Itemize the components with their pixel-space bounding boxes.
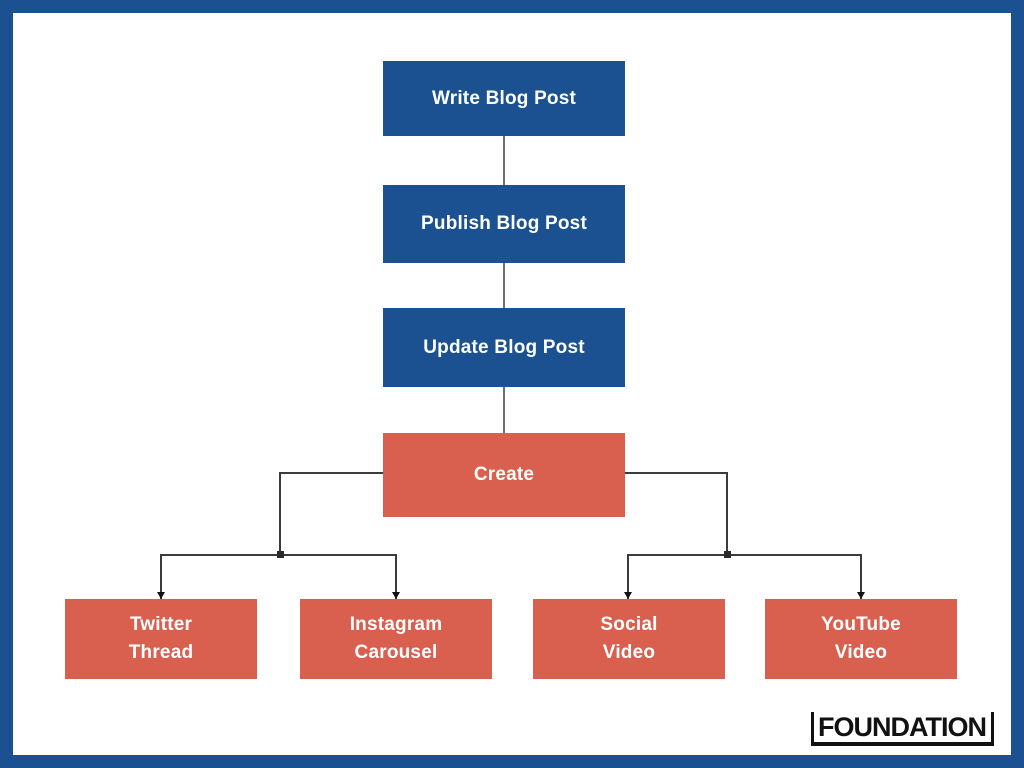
- junction-marker-right: [724, 551, 731, 558]
- node-label: Instagram Carousel: [350, 611, 443, 666]
- connector-to-social: [627, 554, 629, 599]
- arrowhead-social: [624, 592, 632, 599]
- node-label-line: Video: [602, 642, 656, 663]
- node-label-line: Carousel: [354, 642, 438, 663]
- node-twitter-thread: Twitter Thread: [65, 599, 257, 679]
- foundation-logo: FOUNDATION: [811, 712, 994, 746]
- node-label-line: Thread: [128, 642, 194, 663]
- node-label-line: Video: [834, 642, 888, 663]
- connector-to-youtube: [860, 554, 862, 599]
- node-instagram-carousel: Instagram Carousel: [300, 599, 492, 679]
- node-label-line: Instagram: [349, 614, 443, 636]
- connector-publish-to-update: [503, 263, 505, 308]
- node-write-blog-post: Write Blog Post: [383, 61, 625, 136]
- connector-create-left-horizontal: [279, 472, 383, 474]
- foundation-logo-text: FOUNDATION: [818, 712, 987, 742]
- connector-write-to-publish: [503, 136, 505, 185]
- node-label-line: YouTube: [821, 614, 901, 636]
- connector-create-right-horizontal: [625, 472, 728, 474]
- connector-to-twitter: [160, 554, 162, 599]
- connector-to-instagram: [395, 554, 397, 599]
- node-label: Twitter Thread: [129, 611, 194, 666]
- node-publish-blog-post: Publish Blog Post: [383, 185, 625, 263]
- junction-marker-left: [277, 551, 284, 558]
- node-label: Social Video: [600, 611, 657, 666]
- node-social-video: Social Video: [533, 599, 725, 679]
- connector-right-tee-horizontal: [627, 554, 862, 556]
- arrowhead-youtube: [857, 592, 865, 599]
- arrowhead-twitter: [157, 592, 165, 599]
- node-label-line: Social: [600, 614, 658, 636]
- node-youtube-video: YouTube Video: [765, 599, 957, 679]
- connector-create-left-vertical: [279, 472, 281, 556]
- node-label: YouTube Video: [821, 611, 901, 666]
- node-create: Create: [383, 433, 625, 517]
- connector-create-right-vertical: [726, 472, 728, 556]
- node-label-line: Twitter: [129, 614, 193, 636]
- arrowhead-instagram: [392, 592, 400, 599]
- connector-update-to-create: [503, 387, 505, 433]
- node-update-blog-post: Update Blog Post: [383, 308, 625, 387]
